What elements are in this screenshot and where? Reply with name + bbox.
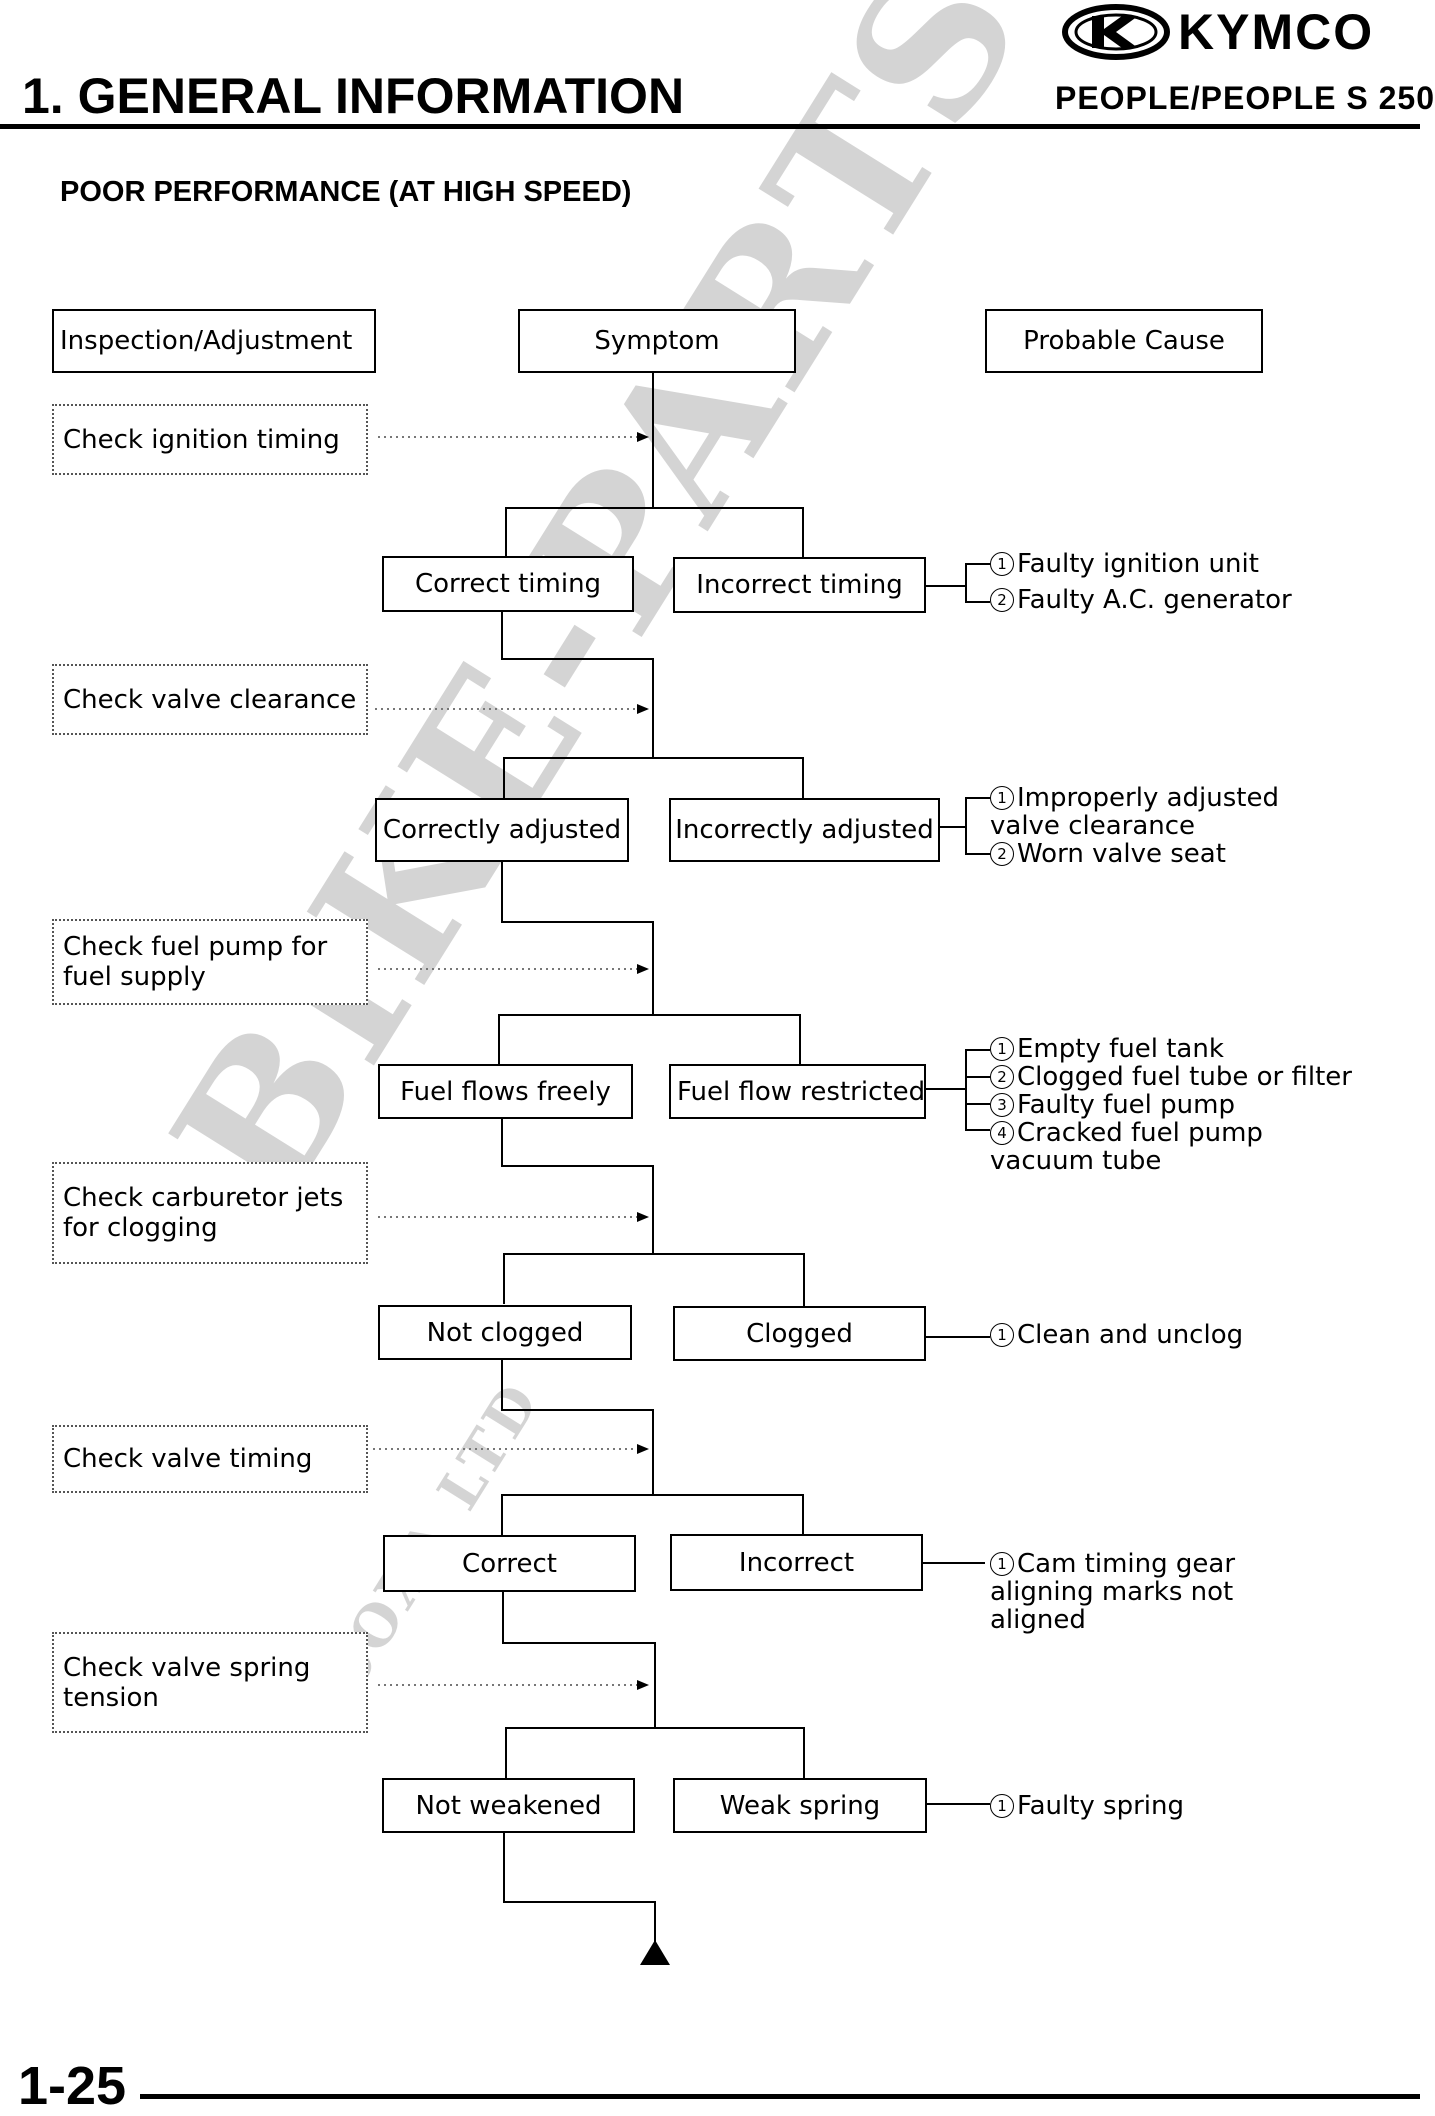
inspection-step-2: Check valve clearance xyxy=(52,664,368,735)
continue-arrow-icon xyxy=(640,1940,670,1965)
brand-name: KYMCO xyxy=(1178,4,1375,60)
header-inspection: Inspection/Adjustment xyxy=(52,309,376,373)
header-symptom: Symptom xyxy=(518,309,796,373)
result-bad-6: Weak spring xyxy=(673,1778,927,1833)
model-name: PEOPLE/PEOPLE S 250 xyxy=(1054,80,1435,116)
page-number: 1-25 xyxy=(18,2056,127,2116)
result-ok-5: Correct xyxy=(383,1535,636,1592)
inspection-step-4: Check carburetor jets for clogging xyxy=(52,1162,368,1264)
result-bad-2: Incorrectly adjusted xyxy=(669,798,940,862)
result-ok-6: Not weakened xyxy=(382,1778,635,1833)
result-bad-4: Clogged xyxy=(673,1306,926,1361)
result-ok-1: Correct timing xyxy=(382,556,634,612)
inspection-step-1: Check ignition timing xyxy=(52,404,368,475)
result-bad-5: Incorrect xyxy=(670,1534,923,1591)
result-ok-2: Correctly adjusted xyxy=(375,798,629,862)
inspection-step-3: Check fuel pump for fuel supply xyxy=(52,919,368,1005)
inspection-step-5: Check valve timing xyxy=(52,1425,368,1493)
section-title: 1. GENERAL INFORMATION xyxy=(22,68,685,124)
result-ok-4: Not clogged xyxy=(378,1305,632,1360)
result-bad-1: Incorrect timing xyxy=(673,557,926,613)
result-bad-3: Fuel flow restricted xyxy=(669,1064,926,1119)
kymco-emblem-icon xyxy=(1062,4,1170,60)
header-rule xyxy=(0,124,1420,129)
inspection-step-6: Check valve spring tension xyxy=(52,1632,368,1733)
header-probable-cause: Probable Cause xyxy=(985,309,1263,373)
brand-logo: KYMCO xyxy=(1062,2,1374,62)
page-heading: POOR PERFORMANCE (AT HIGH SPEED) xyxy=(60,176,632,208)
footer-rule xyxy=(140,2094,1420,2099)
result-ok-3: Fuel flows freely xyxy=(378,1064,633,1119)
